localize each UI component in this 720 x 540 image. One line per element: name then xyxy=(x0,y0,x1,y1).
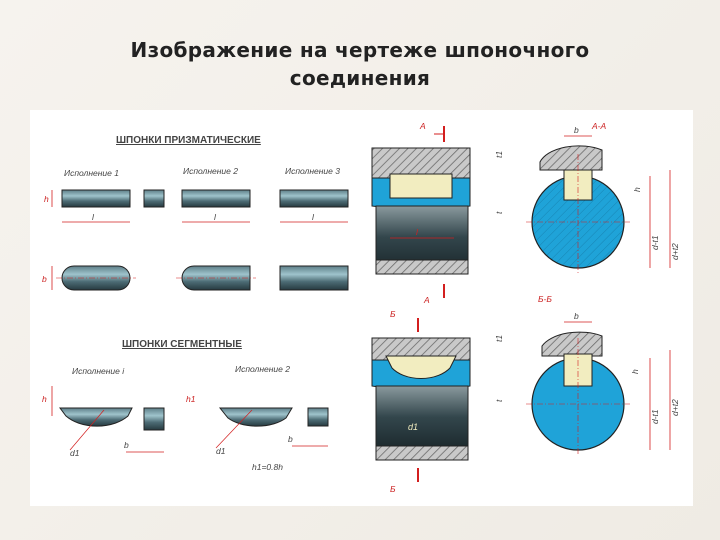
segment-key-section xyxy=(385,355,457,379)
prismatic-key-v3-plan xyxy=(279,265,349,291)
section-b-bottom: Б xyxy=(390,484,396,494)
dim-b-seg-label: b xyxy=(124,440,129,450)
dim-h1-label: h1 xyxy=(186,394,196,404)
shaft-body xyxy=(375,205,469,269)
hub-bottom-section xyxy=(375,259,469,275)
dim-d1-label-2: d1 xyxy=(216,446,226,456)
hub-cross-section-2 xyxy=(541,331,603,357)
dim-l-mid: l xyxy=(416,227,419,237)
key-joint-drawing: ШПОНКИ ПРИЗМАТИЧЕСКИЕ Исполнение 1 Испол… xyxy=(42,121,680,494)
dim-b-seg-label-2: b xyxy=(288,434,293,444)
shaft-body-2 xyxy=(375,385,469,449)
hub-cross-section xyxy=(539,145,603,171)
variant-2-seg-label: Исполнение 2 xyxy=(235,364,290,374)
dim-b-cs2: b xyxy=(574,311,579,321)
segment-key-v2 xyxy=(218,407,293,427)
segment-key-v1 xyxy=(59,407,133,427)
drawing-panel: ШПОНКИ ПРИЗМАТИЧЕСКИЕ Исполнение 1 Испол… xyxy=(30,110,693,506)
dim-d-t2-cs: d+t2 xyxy=(670,243,680,260)
dim-b-cs: b xyxy=(574,125,579,135)
dim-h-cs: h xyxy=(632,187,642,192)
formula-h1: h1=0.8h xyxy=(252,462,283,472)
dim-t1-cs: t1 xyxy=(494,151,504,158)
hub-top-section xyxy=(371,147,471,179)
heading-segment: ШПОНКИ СЕГМЕНТНЫЕ xyxy=(122,339,242,350)
section-a-bottom: А xyxy=(423,295,430,305)
dim-l3-label: l xyxy=(312,212,315,222)
section-a-top: А xyxy=(419,121,426,131)
title-line-1: Изображение на чертеже шпоночного xyxy=(130,38,590,62)
prismatic-key-v3-side xyxy=(279,189,349,208)
dim-l2-label: l xyxy=(214,212,217,222)
section-bb-label: Б-Б xyxy=(538,294,552,304)
dim-l1-label: l xyxy=(92,212,95,222)
dim-d1-label: d1 xyxy=(70,448,80,458)
dim-d-t2-cs2: d+t2 xyxy=(670,399,680,416)
dim-h-cs2: h xyxy=(630,369,640,374)
dim-h-label: h xyxy=(44,194,49,204)
prismatic-key-v2-plan xyxy=(181,265,251,291)
dim-d1-leader xyxy=(69,409,105,451)
heading-prismatic: ШПОНКИ ПРИЗМАТИЧЕСКИЕ xyxy=(116,135,261,146)
variant-1-label: Исполнение 1 xyxy=(64,168,119,178)
dim-d1-leader-2 xyxy=(215,409,253,449)
prismatic-key-v2-side xyxy=(181,189,251,208)
segment-key-end xyxy=(143,407,165,431)
dim-h-seg-label: h xyxy=(42,394,47,404)
dim-t-cs2: t xyxy=(494,399,504,402)
section-b-top: Б xyxy=(390,309,396,319)
dim-d-t1-cs2: d-t1 xyxy=(650,409,660,424)
prismatic-key-section xyxy=(389,173,453,199)
prismatic-key-end xyxy=(143,189,165,208)
dim-d1-mid: d1 xyxy=(408,422,418,432)
dim-t1-cs2: t1 xyxy=(494,335,504,342)
key-cross-section-2 xyxy=(563,353,593,387)
variant-i-label: Исполнение i xyxy=(72,366,125,376)
variant-3-label: Исполнение 3 xyxy=(285,166,340,176)
slide-title: Изображение на чертеже шпоночного соедин… xyxy=(60,36,660,92)
title-line-2: соединения xyxy=(289,66,431,90)
section-aa-label: А-А xyxy=(591,121,607,131)
prismatic-key-v1-side xyxy=(61,189,131,208)
segment-key-end-2 xyxy=(307,407,329,427)
dim-t-cs: t xyxy=(494,211,504,214)
dim-d-t1-cs: d-t1 xyxy=(650,235,660,250)
variant-2-label: Исполнение 2 xyxy=(183,166,238,176)
dim-b-label: b xyxy=(42,274,47,284)
hub-bottom-section-2 xyxy=(375,445,469,461)
